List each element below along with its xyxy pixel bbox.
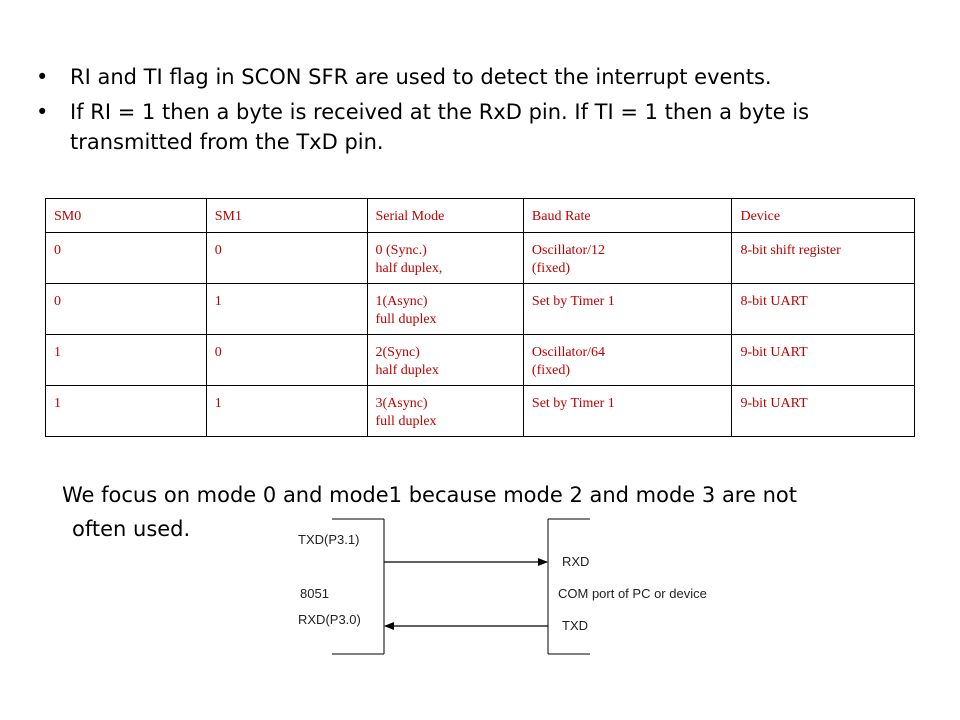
table-header-cell: Device xyxy=(731,198,915,233)
table-header-cell: Serial Mode xyxy=(366,198,524,233)
table-header-cell: SM1 xyxy=(205,198,368,233)
table-cell: 2(Sync) half duplex xyxy=(366,334,524,386)
bullet-text: If RI = 1 then a byte is received at the… xyxy=(70,100,810,154)
bullet-item: • RI and TI flag in SCON SFR are used to… xyxy=(36,62,936,92)
table-cell: 0 (Sync.) half duplex, xyxy=(366,232,524,284)
table-cell: 1 xyxy=(205,283,368,335)
table-cell: 0 xyxy=(45,232,207,284)
table-row: 0 0 0 (Sync.) half duplex, Oscillator/12… xyxy=(45,232,915,284)
table-cell: 8-bit UART xyxy=(731,283,915,335)
table-header-cell: SM0 xyxy=(45,198,207,233)
table-cell: 0 xyxy=(205,334,368,386)
focus-note-line-1: We focus on mode 0 and mode1 because mod… xyxy=(62,483,797,507)
table-cell: 9-bit UART xyxy=(731,334,915,386)
txd-pin-label: TXD(P3.1) xyxy=(298,532,360,547)
table-header-row: SM0 SM1 Serial Mode Baud Rate Device xyxy=(45,198,915,233)
connection-diagram: TXD(P3.1) 8051 RXD(P3.0) RXD COM port of… xyxy=(290,518,750,664)
table-cell: 1 xyxy=(45,334,207,386)
table-row: 0 1 1(Async) full duplex Set by Timer 1 … xyxy=(45,283,915,335)
mcu-label: 8051 xyxy=(300,586,329,601)
table-cell: 1 xyxy=(205,385,368,437)
table-cell: 0 xyxy=(205,232,368,284)
device-rxd-label: RXD xyxy=(562,554,590,569)
device-label: COM port of PC or device xyxy=(558,586,707,601)
table-row: 1 0 2(Sync) half duplex Oscillator/64 (f… xyxy=(45,334,915,386)
bullet-list: • RI and TI flag in SCON SFR are used to… xyxy=(36,62,936,162)
focus-note: We focus on mode 0 and mode1 because mod… xyxy=(62,478,942,546)
table-cell: Oscillator/12 (fixed) xyxy=(522,232,733,284)
bullet-icon: • xyxy=(36,65,49,89)
focus-note-line-2: often used. xyxy=(72,517,191,541)
table-cell: 0 xyxy=(45,283,207,335)
table-cell: 3(Async) full duplex xyxy=(366,385,524,437)
table-cell: 8-bit shift register xyxy=(731,232,915,284)
table-cell: 1(Async) full duplex xyxy=(366,283,524,335)
table-header-cell: Baud Rate xyxy=(522,198,733,233)
connection-diagram-lines xyxy=(332,518,590,655)
bullet-icon: • xyxy=(36,100,49,124)
serial-mode-table: SM0 SM1 Serial Mode Baud Rate Device 0 0… xyxy=(45,198,915,437)
table-cell: 9-bit UART xyxy=(731,385,915,437)
table-cell: Set by Timer 1 xyxy=(522,385,733,437)
table-cell: Oscillator/64 (fixed) xyxy=(522,334,733,386)
bullet-item: • If RI = 1 then a byte is received at t… xyxy=(36,97,936,157)
device-txd-label: TXD xyxy=(562,618,588,633)
bullet-text: RI and TI flag in SCON SFR are used to d… xyxy=(70,65,772,89)
rxd-pin-label: RXD(P3.0) xyxy=(298,612,361,627)
table-cell: 1 xyxy=(45,385,207,437)
table-cell: Set by Timer 1 xyxy=(522,283,733,335)
table-row: 1 1 3(Async) full duplex Set by Timer 1 … xyxy=(45,385,915,437)
